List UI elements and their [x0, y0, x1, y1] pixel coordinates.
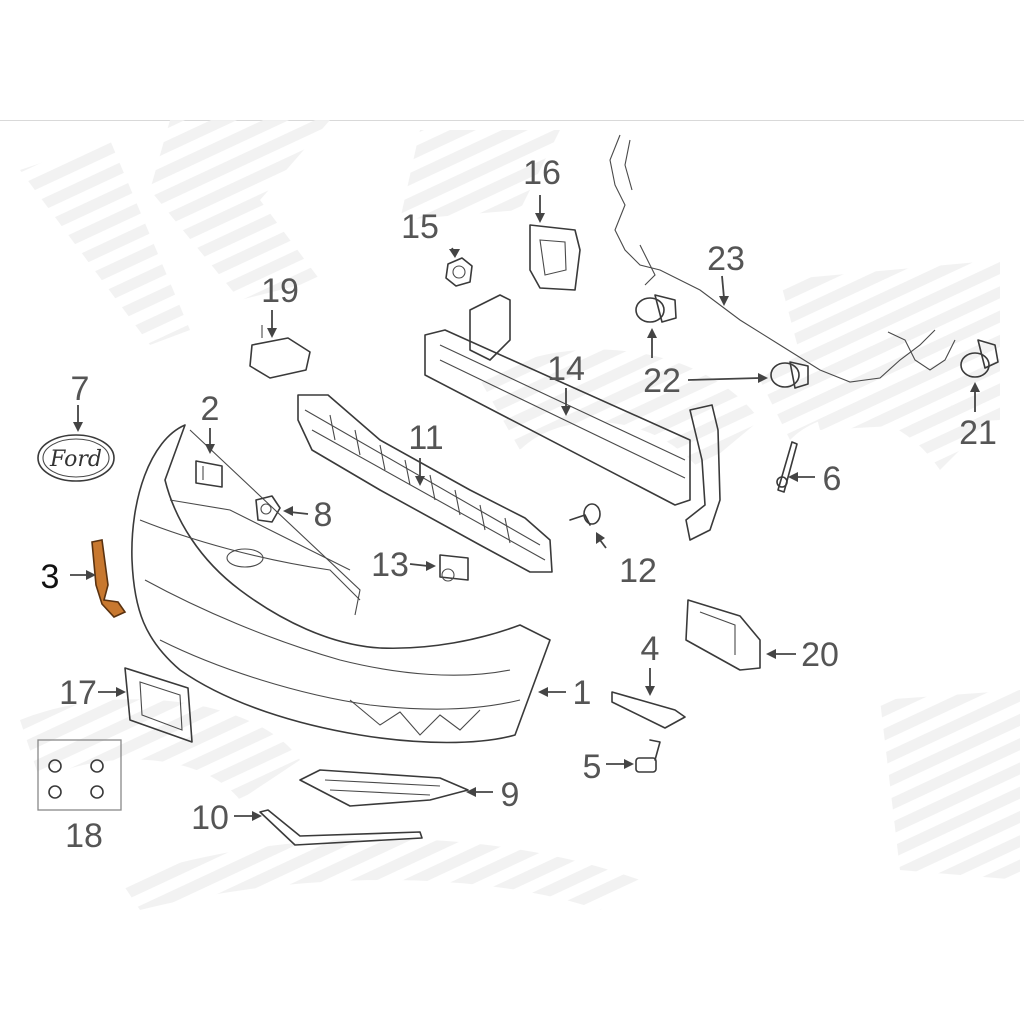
part-grille-9 [299, 769, 469, 807]
callout-23: 23 [707, 240, 745, 278]
callout-1: 1 [573, 674, 592, 712]
leader-lines [70, 195, 980, 821]
callout-13: 13 [371, 546, 409, 584]
part-reinforcement-14 [424, 294, 721, 541]
callout-16: 16 [523, 154, 561, 192]
part-wiring-harness-23 [609, 134, 956, 383]
part-nut-15 [445, 257, 473, 287]
callout-20: 20 [801, 636, 839, 674]
part-clip-6 [776, 441, 798, 493]
callout-21: 21 [959, 414, 997, 452]
callout-11: 11 [408, 419, 443, 457]
top-border-line [0, 120, 1024, 121]
part-screw-12 [569, 503, 601, 526]
part-bracket-2 [195, 460, 223, 488]
callout-7: 7 [71, 370, 90, 408]
callout-18: 18 [65, 817, 103, 855]
callout-3: 3 [41, 558, 60, 596]
callout-10: 10 [191, 799, 229, 837]
part-bolt-5 [635, 739, 661, 773]
part-sensor-21 [960, 339, 999, 378]
callout-2: 2 [201, 390, 220, 428]
callout-17: 17 [59, 674, 97, 712]
part-bracket-16 [529, 224, 581, 291]
callout-5: 5 [583, 748, 602, 786]
part-energy-absorber-11 [297, 394, 553, 573]
callout-19: 19 [261, 272, 299, 310]
callout-22: 22 [643, 362, 681, 400]
part-nut-8 [255, 495, 281, 523]
part-trim-10 [259, 809, 423, 846]
part-bumper-cover [131, 424, 551, 744]
callout-8: 8 [314, 496, 333, 534]
callout-4: 4 [641, 630, 660, 668]
part-sensor-19 [249, 325, 311, 379]
part-bracket-3-highlighted [91, 539, 127, 618]
watermark [20, 120, 1020, 910]
callout-labels: 1 2 3 4 5 6 7 8 9 10 11 12 13 14 15 16 1… [41, 154, 997, 855]
part-trim-strip-4 [611, 691, 686, 729]
part-emblem-7: Ford [37, 434, 115, 482]
callout-14: 14 [547, 350, 585, 388]
emblem-logo-text: Ford [49, 447, 102, 472]
callout-15: 15 [401, 208, 439, 246]
callout-6: 6 [823, 460, 842, 498]
callout-9: 9 [501, 776, 520, 814]
part-screw-kit-18 [37, 739, 122, 811]
part-sensor-22 [635, 294, 809, 389]
part-clip-13 [439, 554, 469, 582]
part-radar-module-20 [685, 599, 761, 671]
part-license-bracket-17 [124, 667, 193, 743]
callout-12: 12 [619, 552, 657, 590]
